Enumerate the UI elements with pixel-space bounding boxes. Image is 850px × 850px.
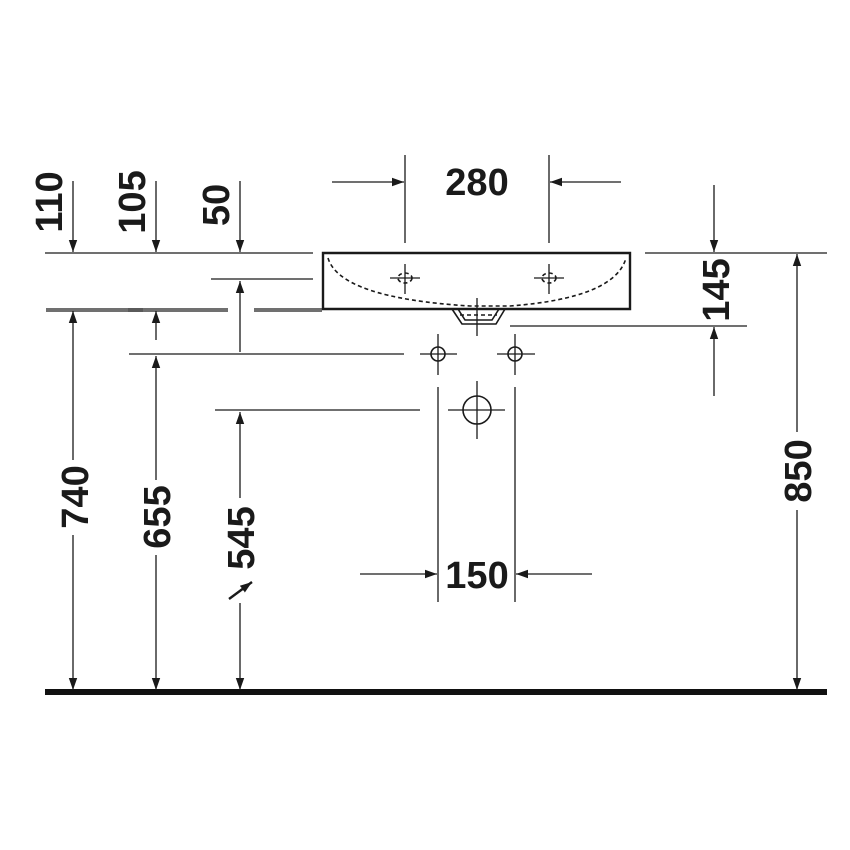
dim-545-label: 545 [221,506,263,569]
washbasin [321,251,632,336]
dim-850-label: 850 [778,439,820,502]
tap-hole-left [390,264,420,294]
dim-50-label: 50 [196,184,238,226]
dim-655-label: 655 [137,485,179,548]
dim-110-label: 110 [29,171,71,232]
dim-740-label: 740 [55,465,97,528]
supply-connection-left [420,334,457,375]
dim-545-note-arrow-icon [228,581,253,600]
tap-hole-right [534,264,564,294]
waste-connection [448,381,505,439]
tap-spacing-label: 280 [445,162,508,204]
supply-connection-right [497,334,535,375]
dim-105-label: 105 [112,170,154,233]
supply-spacing-label: 150 [445,555,508,597]
dim-145-label: 145 [696,258,738,321]
